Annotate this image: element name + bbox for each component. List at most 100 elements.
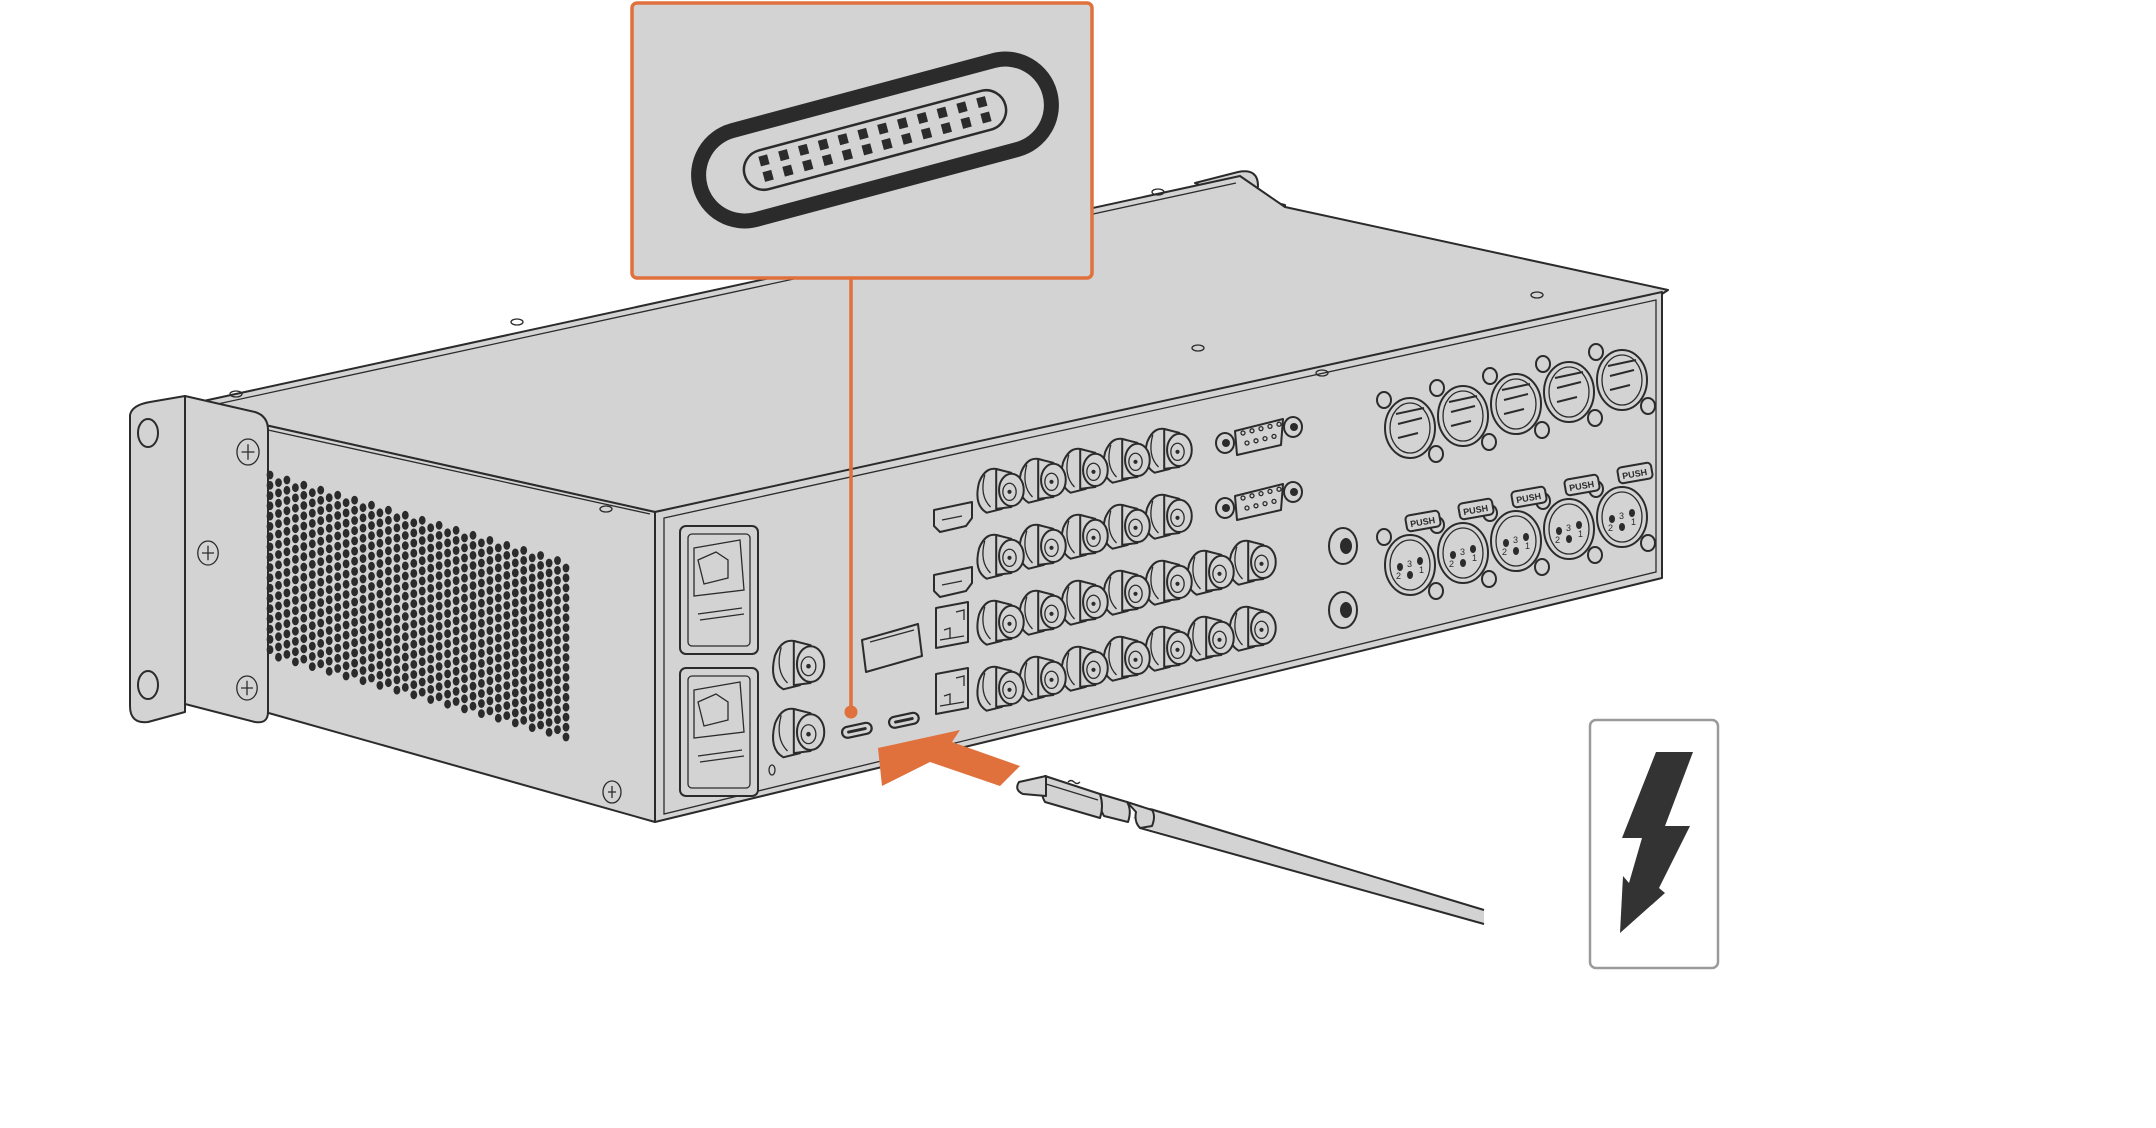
vent-hole — [444, 568, 451, 578]
bnc-connector[interactable] — [976, 467, 1025, 514]
bnc-connector[interactable] — [1018, 457, 1067, 504]
vent-hole — [292, 606, 299, 616]
bnc-connector[interactable] — [1018, 589, 1067, 636]
power-inlet-1[interactable] — [679, 525, 759, 655]
hdmi-port-2[interactable] — [933, 566, 973, 598]
bnc-connector[interactable] — [976, 533, 1025, 580]
vent-hole — [359, 666, 367, 675]
vent-hole — [486, 686, 494, 696]
reference-bnc-1[interactable] — [772, 639, 826, 691]
xlr-push-latch[interactable]: PUSH — [1563, 473, 1601, 497]
closeup-pin — [861, 143, 873, 156]
bnc-connector[interactable] — [976, 665, 1025, 712]
xlr-output-1[interactable] — [1376, 391, 1444, 463]
reference-bnc-2[interactable] — [772, 707, 826, 759]
vent-hole — [317, 598, 325, 607]
bnc-connector[interactable] — [1018, 655, 1067, 702]
vent-hole — [283, 547, 291, 557]
bnc-connector[interactable] — [976, 599, 1025, 646]
power-inlet-2[interactable] — [679, 667, 759, 797]
vent-hole — [283, 578, 291, 587]
vent-hole — [317, 485, 325, 495]
vent-hole — [511, 718, 519, 728]
xlr-pin-label: 2 — [1608, 523, 1613, 533]
xlr-output-3[interactable] — [1482, 367, 1550, 439]
bnc-connector[interactable] — [1018, 523, 1067, 570]
vent-hole — [427, 644, 435, 654]
vent-hole — [401, 521, 409, 530]
bnc-connector[interactable] — [1186, 615, 1235, 662]
vent-hole — [545, 658, 553, 667]
vent-hole — [427, 604, 435, 613]
cable-bottom-edge — [1139, 827, 1485, 925]
bnc-connector[interactable] — [1060, 447, 1109, 494]
vent-hole — [494, 653, 502, 663]
vent-hole — [545, 608, 553, 618]
bnc-connector[interactable] — [1228, 605, 1277, 652]
vent-hole — [342, 569, 350, 579]
usb-c-port-1[interactable] — [840, 721, 873, 739]
vent-hole — [275, 611, 282, 621]
bnc-connector[interactable] — [1060, 579, 1109, 626]
usb-c-port-2[interactable] — [887, 711, 920, 729]
vent-hole — [300, 644, 308, 654]
xlr-push-latch[interactable]: PUSH — [1616, 461, 1654, 485]
vent-hole — [435, 641, 443, 651]
bnc-connector[interactable] — [1144, 559, 1193, 606]
sfp-cage-2[interactable] — [935, 667, 969, 715]
vent-hole — [283, 537, 291, 546]
vent-hole — [503, 541, 511, 550]
bnc-connector[interactable] — [1144, 493, 1193, 540]
vent-hole — [435, 662, 443, 671]
xlr-output-4[interactable] — [1535, 355, 1603, 427]
xlr-push-latch[interactable]: PUSH — [1457, 497, 1495, 521]
side-vent-grille — [266, 470, 570, 742]
vent-hole — [308, 611, 316, 620]
closeup-pin — [797, 143, 810, 156]
push-label: PUSH — [1410, 515, 1436, 529]
vent-hole — [537, 680, 544, 690]
thunderbolt-cable[interactable] — [1016, 775, 1485, 925]
xlr-push-latch[interactable]: PUSH — [1510, 485, 1548, 509]
vent-hole — [275, 529, 282, 539]
db9-port-2[interactable] — [1215, 481, 1303, 521]
vent-hole — [427, 533, 435, 543]
xlr-push-latch[interactable]: PUSH — [1404, 509, 1442, 533]
vent-hole — [325, 615, 333, 625]
xlr-output-2[interactable] — [1429, 379, 1497, 451]
vent-hole — [351, 516, 358, 525]
sfp-cage-1[interactable] — [935, 601, 969, 649]
bnc-connector[interactable] — [1060, 513, 1109, 560]
xlr-pin-label: 3 — [1460, 547, 1465, 557]
vent-hole — [545, 628, 553, 638]
vent-hole — [461, 634, 468, 643]
vent-hole — [393, 574, 401, 583]
vent-hole — [359, 564, 367, 574]
vent-hole — [427, 685, 435, 694]
bnc-connector[interactable] — [1186, 549, 1235, 596]
audio-jack-2[interactable] — [1328, 591, 1358, 629]
bnc-connector[interactable] — [1228, 539, 1277, 586]
bnc-connector[interactable] — [1060, 645, 1109, 692]
vent-hole — [275, 550, 282, 559]
sfp-module[interactable] — [861, 623, 923, 673]
bnc-connector[interactable] — [1102, 635, 1151, 682]
closeup-pin — [881, 138, 893, 151]
vent-hole — [469, 611, 477, 621]
hdmi-port-1[interactable] — [933, 501, 973, 533]
vent-hole — [562, 563, 570, 573]
vent-hole — [401, 510, 409, 520]
vent-hole — [478, 558, 485, 568]
vent-hole — [401, 551, 409, 561]
db9-port-1[interactable] — [1215, 416, 1303, 456]
audio-jack-1[interactable] — [1328, 527, 1358, 565]
vent-hole — [427, 573, 435, 583]
xlr-output-5[interactable] — [1588, 343, 1656, 415]
vent-hole — [554, 615, 561, 625]
bnc-connector[interactable] — [1102, 503, 1151, 550]
vent-hole — [334, 521, 342, 531]
